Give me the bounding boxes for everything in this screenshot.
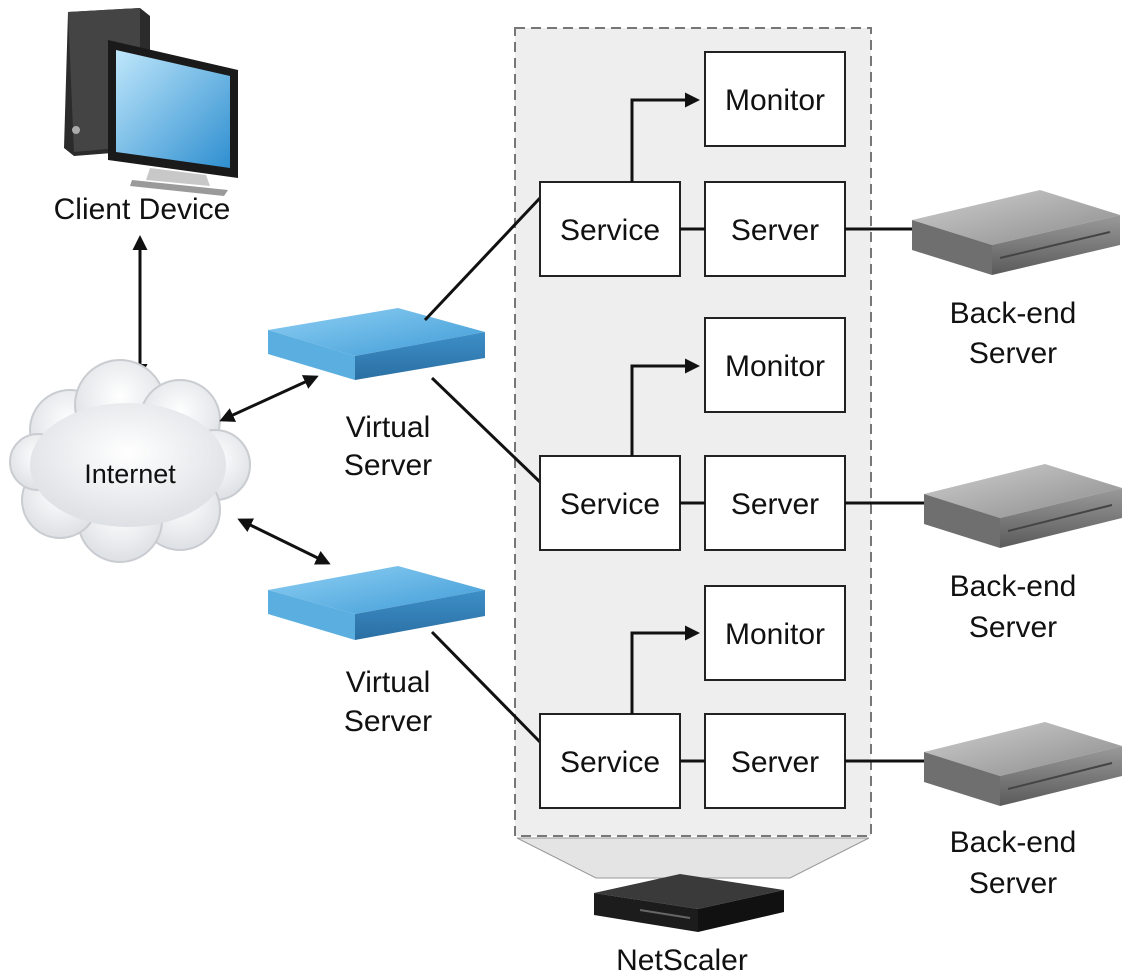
- netscaler-panel: [514, 27, 872, 879]
- virtual-server-1-label-line1: Virtual: [346, 411, 431, 444]
- service-group-3: Monitor Service Server: [539, 585, 924, 809]
- monitor-label-3: Monitor: [725, 618, 825, 651]
- monitor-box-1[interactable]: [704, 51, 846, 147]
- internet-cloud-icon: [9, 359, 251, 563]
- netscaler-label: NetScaler: [616, 944, 748, 977]
- monitor-label-1: Monitor: [725, 84, 825, 117]
- service-monitor-arrow-3: [630, 625, 700, 714]
- service-label-1: Service: [560, 214, 660, 247]
- backend-server-3-label-line1: Back-end: [950, 826, 1077, 859]
- service-group-1: Monitor Service Server: [539, 51, 912, 277]
- virtual-server-2-label-line2: Server: [344, 705, 432, 738]
- server-label-1: Server: [731, 214, 819, 247]
- netscaler-appliance-icon: [594, 874, 784, 932]
- service-box-1[interactable]: [539, 181, 681, 277]
- client-device-label: Client Device: [54, 193, 231, 226]
- monitor-label-2: Monitor: [725, 350, 825, 383]
- virtual-server-2-label-line1: Virtual: [346, 666, 431, 699]
- internet-label: Internet: [84, 459, 176, 489]
- service-monitor-arrow-1: [630, 92, 700, 182]
- monitor-box-3[interactable]: [704, 585, 846, 681]
- backend-server-1-label-line1: Back-end: [950, 297, 1077, 330]
- internet-vs2-link: [237, 518, 331, 565]
- backend-server-2-label-line1: Back-end: [950, 570, 1077, 603]
- monitor-box-2[interactable]: [704, 317, 846, 413]
- virtual-server-2-icon: [268, 566, 485, 640]
- backend-server-2-icon: [924, 464, 1122, 548]
- internet-vs1-link: [219, 375, 319, 422]
- server-label-2: Server: [731, 488, 819, 521]
- service-box-2[interactable]: [539, 455, 681, 551]
- service-label-2: Service: [560, 488, 660, 521]
- backend-server-3-label-line2: Server: [969, 867, 1057, 900]
- service-group-2: Monitor Service Server: [539, 317, 924, 551]
- vs1-service1-link: [423, 196, 542, 322]
- server-label-3: Server: [731, 746, 819, 779]
- backend-server-1-icon: [912, 190, 1120, 275]
- vs2-service3-link: [430, 630, 542, 744]
- client-device-icon: [64, 8, 238, 196]
- backend-server-1-label-line2: Server: [969, 337, 1057, 370]
- vs1-service2-link: [430, 376, 542, 484]
- service-label-3: Service: [560, 746, 660, 779]
- server-box-3[interactable]: [704, 713, 846, 809]
- service-monitor-arrow-2: [630, 358, 700, 456]
- backend-server-3-icon: [924, 722, 1122, 806]
- server-box-2[interactable]: [704, 455, 846, 551]
- virtual-server-1-icon: [268, 308, 485, 380]
- backend-server-2-label-line2: Server: [969, 611, 1057, 644]
- virtual-server-1-label-line2: Server: [344, 449, 432, 482]
